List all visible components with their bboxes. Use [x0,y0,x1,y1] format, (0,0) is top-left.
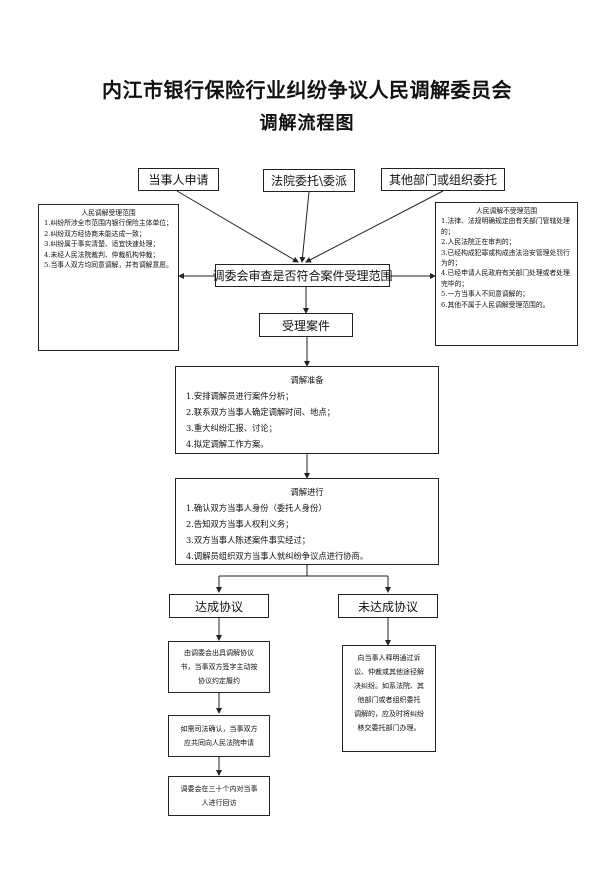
prepare-item: 1.安排调解员进行案件分析； [186,391,294,401]
reject-scope-item: 1.法律、法规明确规定由有关部门管辖处理的； [441,217,570,236]
source-apply-box: 当事人申请 [138,168,219,191]
not-agreed-note-line: 决纠纷。如系法院、其 [354,682,424,690]
not-agreed-note-line: 移交委托部门办理。 [357,724,421,732]
prepare-item: 4.拟定调解工作方案。 [186,439,269,449]
proceed-item: 3.双方当事人陈述案件事实经过； [186,535,311,545]
accept-scope-item: 1.纠纷所涉全市范围内银行保险主体单位； [44,219,173,228]
accept-scope-item: 4.未经人民法院裁判、仲裁机构仲裁； [44,250,160,259]
accept-scope-heading: 人民调解受理范围 [81,209,136,217]
proceed-item: 1.确认双方当事人身份（委托人身份） [186,503,327,513]
page-title: 内江市银行保险行业纠纷争议人民调解委员会 [102,78,512,102]
page-subtitle: 调解流程图 [259,113,355,134]
reject-scope-item: 2.人民法院正在审判的； [441,238,516,247]
agreed-step-3-line: 人进行回访 [201,799,237,807]
proceed-heading: 调解进行 [290,487,324,497]
accept-scope-item: 5.当事人双方均同意调解，并有调解意愿。 [44,261,173,270]
prepare-item: 2.联系双方当事人确定调解时间、地点； [186,407,335,417]
source-other-box: 其他部门或组织委托 [381,168,505,191]
proceed-item: 4.调解员组织双方当事人就纠纷争议点进行协商。 [186,551,369,561]
arrow-apply-to-review [176,190,299,263]
prepare-item: 3.重大纠纷汇报、讨论； [186,423,277,433]
agreed-step-2-line: 如需司法确认，当事双方 [180,725,258,733]
agreed-box: 达成协议 [169,594,269,618]
reject-scope-heading: 人民调解不受理范围 [475,207,538,215]
accept-scope-box: 人民调解受理范围 1.纠纷所涉全市范围内银行保险主体单位； 2.纠纷双方经协商未… [38,204,179,351]
agreed-step-1-line: 书，当事双方签字主动按 [180,663,258,671]
arrow-court-to-review [299,191,310,263]
agreed-step-3-line: 调委会在三十个内对当事 [180,785,258,793]
reject-scope-item: 4.已经申请人民政府有关部门处理或者处理完毕的； [441,269,570,288]
not-agreed-note-line: 他部门或者组织委托 [357,696,421,704]
agreed-step-3: 调委会在三十个内对当事 人进行回访 [168,776,270,816]
reject-scope-item: 5.一方当事人不同意调解的； [441,290,530,299]
prepare-heading: 调解准备 [290,375,324,385]
agreed-step-2: 如需司法确认，当事双方 应共同向人民法院申请 [168,715,270,757]
not-agreed-box: 未达成协议 [338,594,438,618]
not-agreed-note-line: 调解的，应及时将纠纷 [354,710,424,718]
arrow-other-to-review [305,190,444,263]
not-agreed-note: 向当事人释明通过诉 讼、仲裁或其他途径解 决纠纷。如系法院、其 他部门或者组织委… [342,645,436,752]
accept-scope-item: 3.纠纷属于事实清楚、适宜快速处理； [44,240,160,249]
prepare-box: 调解准备 1.安排调解员进行案件分析； 2.联系双方当事人确定调解时间、地点； … [175,366,439,454]
not-agreed-note-line: 向当事人释明通过诉 [357,654,421,662]
agreed-step-1-line: 由调委会出具调解协议 [184,649,254,657]
agreed-step-2-line: 应共同向人民法院申请 [184,739,254,747]
reject-scope-item: 6.其他不属于人民调解受理范围的。 [441,300,550,309]
agreed-step-1: 由调委会出具调解协议 书，当事双方签字主动按 协议约定履约 [168,641,270,693]
not-agreed-note-line: 讼、仲裁或其他途径解 [354,668,424,676]
reject-scope-item: 3.已经构成犯罪或构成违法治安管理处罚行为的； [441,248,570,268]
agreed-step-1-line: 协议约定履约 [198,677,240,685]
source-court-box: 法院委托\委派 [263,169,355,192]
accepted-box: 受理案件 [259,313,353,337]
accept-scope-item: 2.纠纷双方经协商未能达成一致； [44,229,146,238]
proceed-box: 调解进行 1.确认双方当事人身份（委托人身份） 2.告知双方当事人权利义务； 3… [175,478,439,565]
reject-scope-box: 人民调解不受理范围 1.法律、法规明确规定由有关部门管辖处理的； 2.人民法院正… [435,202,578,346]
proceed-item: 2.告知双方当事人权利义务； [186,519,294,529]
review-box: 调委会审查是否符合案件受理范围 [213,264,393,287]
